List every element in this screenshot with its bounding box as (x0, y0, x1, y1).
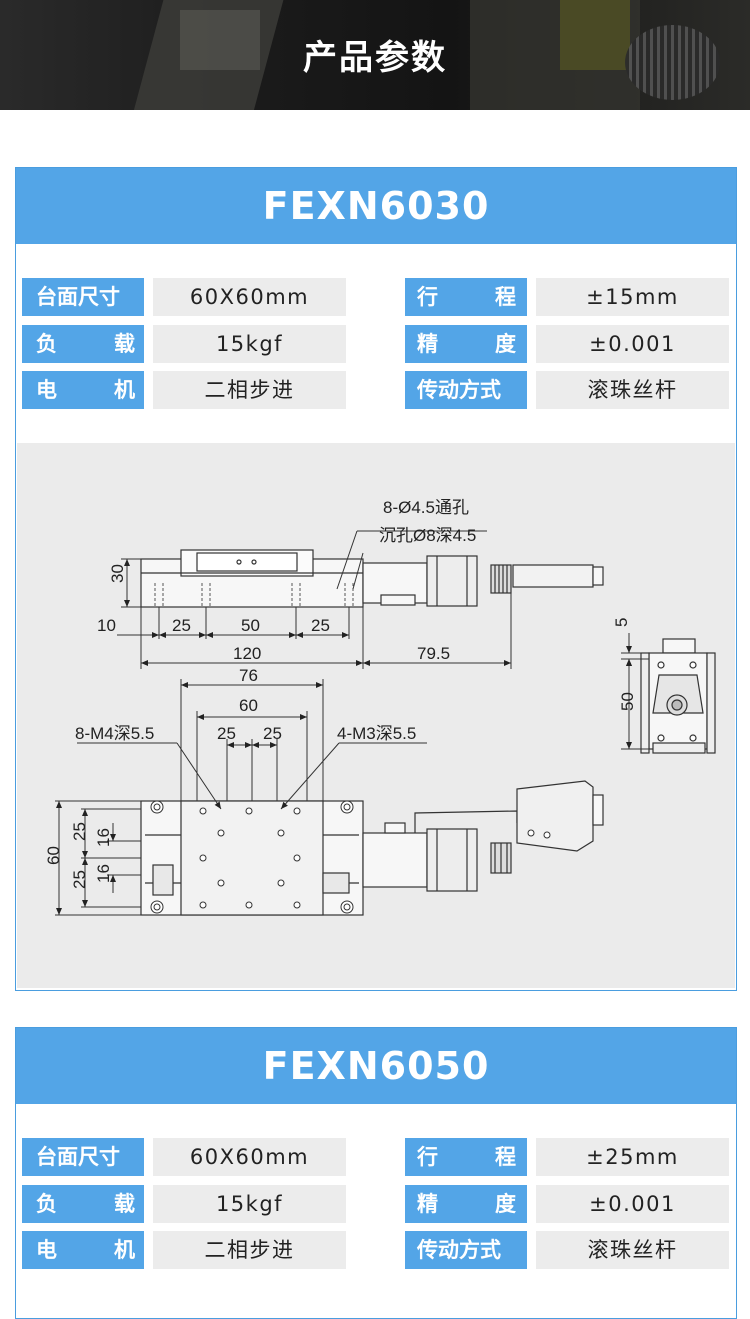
dim-25-left-b: 25 (70, 870, 89, 889)
end-view (640, 638, 716, 754)
header-banner: 产品参数 (0, 0, 750, 110)
dim-25-top-b: 25 (263, 724, 282, 743)
spec-label-precision: 精度 (405, 325, 527, 363)
product-model-title: FEXN6030 (16, 168, 736, 244)
spec-value-load: 15kgf (153, 325, 346, 363)
dim-25-a: 25 (172, 616, 191, 635)
spec-label-size: 台面尺寸 (22, 1138, 144, 1176)
spec-value-load: 15kgf (153, 1185, 346, 1223)
spec-label-motor: 电机 (22, 1231, 144, 1269)
dim-16-a: 16 (94, 828, 113, 847)
dim-end-50: 50 (618, 692, 637, 711)
spec-label-motor: 电机 (22, 371, 144, 409)
spec-value-precision: ±0.001 (536, 325, 729, 363)
spec-label-drive: 传动方式 (405, 371, 527, 409)
spec-label-drive: 传动方式 (405, 1231, 527, 1269)
spec-value-drive: 滚珠丝杆 (536, 371, 729, 409)
hole-note-counterbore: 沉孔Ø8深4.5 (379, 526, 476, 545)
spec-label-size: 台面尺寸 (22, 278, 144, 316)
dim-end-5: 5 (612, 618, 631, 627)
spec-value-travel: ±25mm (536, 1138, 729, 1176)
dim-25-top-a: 25 (217, 724, 236, 743)
spec-value-motor: 二相步进 (153, 1231, 346, 1269)
product-card-fexn6050: FEXN6050 台面尺寸 60X60mm 行程 ±25mm 负载 15kgf … (15, 1027, 737, 1319)
spec-label-load: 负载 (22, 325, 144, 363)
side-view-dimensions (117, 530, 512, 669)
dimension-drawing-svg: 30 10 25 50 25 120 79.5 8-Ø4.5通孔 沉孔Ø8深4.… (44, 498, 716, 916)
spec-label-travel: 行程 (405, 1138, 527, 1176)
dim-50: 50 (241, 616, 260, 635)
spec-label-load: 负载 (22, 1185, 144, 1223)
banner-knob-image (625, 25, 720, 100)
dim-25-left-a: 25 (70, 822, 89, 841)
hole-note-through: 8-Ø4.5通孔 (383, 498, 469, 517)
side-view-holes (154, 583, 354, 607)
spec-value-motor: 二相步进 (153, 371, 346, 409)
product-card-fexn6030: FEXN6030 台面尺寸 60X60mm 行程 ±15mm 负载 15kgf … (15, 167, 737, 991)
top-view-holes (150, 800, 551, 914)
side-view (140, 549, 604, 608)
spec-label-travel: 行程 (405, 278, 527, 316)
spec-value-drive: 滚珠丝杆 (536, 1231, 729, 1269)
dim-60-top: 60 (239, 696, 258, 715)
top-view-dimensions (55, 679, 427, 916)
spec-label-precision: 精度 (405, 1185, 527, 1223)
dim-16-b: 16 (94, 864, 113, 883)
spec-value-size: 60X60mm (153, 1138, 346, 1176)
spec-value-travel: ±15mm (536, 278, 729, 316)
dim-10: 10 (97, 616, 116, 635)
dim-height-30: 30 (108, 564, 127, 583)
top-view (140, 780, 604, 916)
dim-120: 120 (233, 644, 261, 663)
banner-photo-detail (180, 10, 260, 70)
product-model-title: FEXN6050 (16, 1028, 736, 1104)
page-title: 产品参数 (303, 38, 447, 78)
tap-note-m3: 4-M3深5.5 (337, 724, 416, 743)
technical-drawing: 30 10 25 50 25 120 79.5 8-Ø4.5通孔 沉孔Ø8深4.… (17, 443, 735, 988)
end-view-dimensions (621, 633, 649, 750)
dim-25-b: 25 (311, 616, 330, 635)
spec-value-precision: ±0.001 (536, 1185, 729, 1223)
tap-note-m4: 8-M4深5.5 (75, 724, 154, 743)
dim-79-5: 79.5 (417, 644, 450, 663)
banner-photo-detail (560, 0, 630, 70)
spec-value-size: 60X60mm (153, 278, 346, 316)
dim-76: 76 (239, 666, 258, 685)
dim-60-left: 60 (44, 846, 63, 865)
